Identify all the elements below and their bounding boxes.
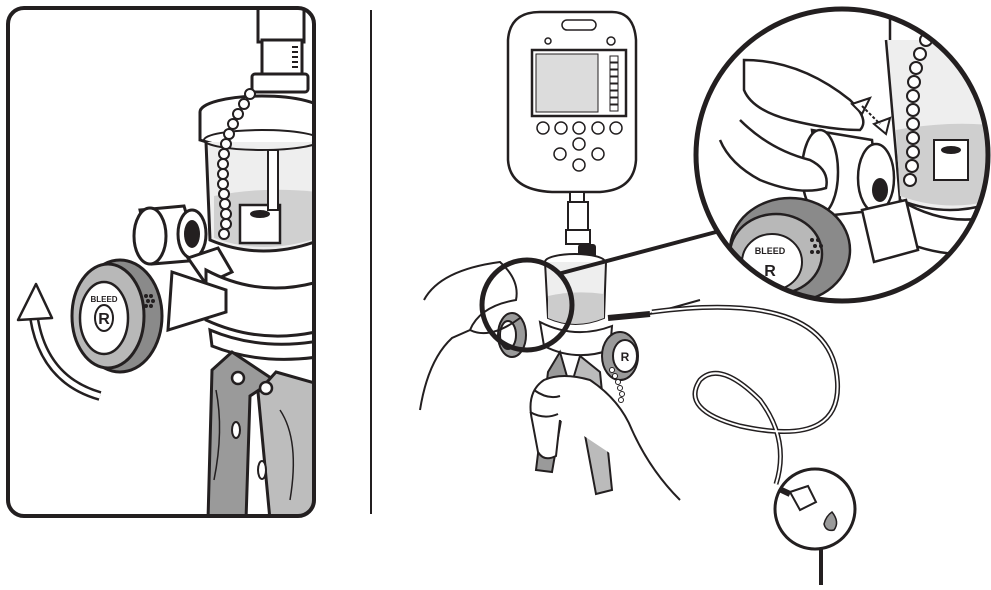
- zoom-inset-frame: [693, 6, 991, 304]
- zoom-callout-line: [557, 230, 717, 276]
- bead-chain: [217, 88, 256, 240]
- drop-detail-frame: [773, 467, 857, 551]
- detail-highlight-circle: [479, 257, 575, 353]
- left-detail-panel: R BLEED: [6, 6, 316, 518]
- rear-valve-mark: R: [621, 350, 630, 364]
- main-view: R: [419, 10, 840, 501]
- pressure-fitting: [250, 8, 310, 94]
- pump-handles: [206, 350, 314, 516]
- side-port: [132, 204, 235, 286]
- gauge-buttons: [536, 121, 623, 172]
- valve-bleed-label: BLEED: [90, 295, 117, 304]
- hand-pump: R: [497, 253, 701, 496]
- gauge-stem: [565, 191, 596, 258]
- pull-arrow-icon: [850, 96, 872, 116]
- zoom-valve-bleed-label: BLEED: [755, 246, 786, 256]
- hose: [651, 304, 840, 485]
- drop-detail: [773, 467, 857, 585]
- left-panel-frame: [6, 6, 316, 518]
- bleed-valve-knob: R BLEED: [70, 258, 164, 374]
- zoom-inset: BLEED R: [693, 6, 991, 304]
- valve-r-mark: R: [98, 311, 110, 328]
- pressure-gauge: [506, 10, 638, 194]
- push-arrow-icon: [872, 116, 892, 136]
- zoom-valve-r-mark: R: [764, 263, 776, 280]
- fluid-drop-icon: [823, 510, 838, 532]
- rotate-arrow-icon: [16, 282, 103, 403]
- hands: [419, 260, 681, 501]
- hose-inner: [651, 306, 839, 485]
- pump-body: [166, 267, 314, 361]
- power-icon: [606, 36, 616, 46]
